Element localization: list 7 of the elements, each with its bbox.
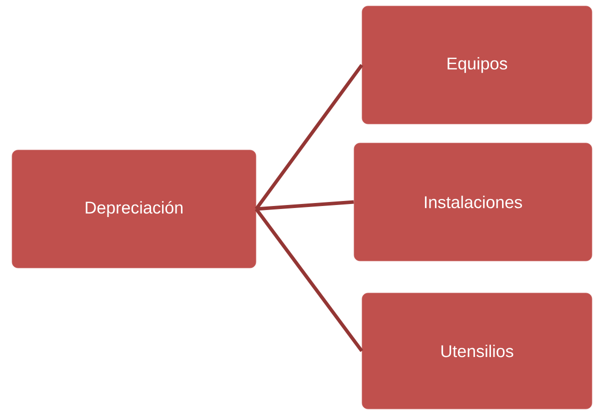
process-box: Equipos <box>362 6 592 124</box>
process-box: Depreciación <box>12 150 256 268</box>
process-box: Utensilios <box>362 292 592 410</box>
connector-line <box>256 200 354 211</box>
connector-line <box>254 64 364 210</box>
process-box: Instalaciones <box>354 142 592 262</box>
connector-line <box>254 208 364 352</box>
